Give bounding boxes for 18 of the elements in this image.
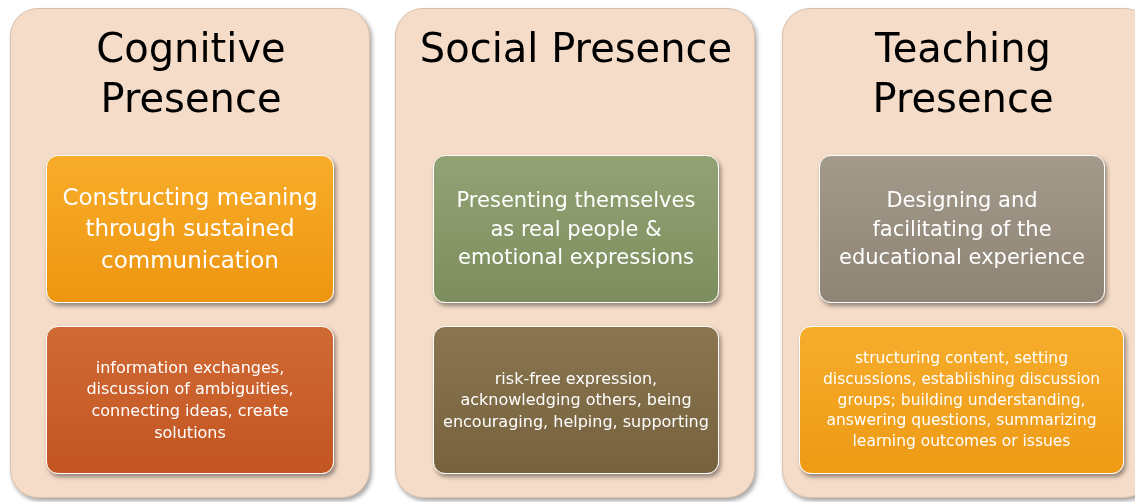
text-card [433, 326, 719, 474]
panel-title: Cognitive Presence [95, 24, 287, 123]
text-card [46, 155, 334, 303]
text-card [46, 326, 334, 474]
card-text: risk-free expression, acknowledging others, being encouraging, helping, supporting [442, 367, 710, 433]
text-card [819, 155, 1105, 303]
text-card [799, 326, 1124, 474]
panel-title: Teaching Presence [871, 24, 1055, 123]
panel-title: Social Presence [418, 24, 734, 73]
panel-card [10, 8, 370, 498]
panel-card [395, 8, 755, 498]
card-text: information exchanges, discussion of ambiguities, connecting ideas, create solutions [85, 356, 295, 444]
card-text: Presenting themselves as real people & emotional expressions [455, 187, 697, 272]
card-text: Constructing meaning through sustained communication [61, 183, 319, 275]
panel-card [782, 8, 1135, 498]
card-text: Designing and facilitating of the educational experience [838, 187, 1086, 272]
text-card [433, 155, 719, 303]
card-text: structuring content, setting discussions, establishing discussion groups; building understanding, answering questions, summarizing learning outcomes or issues [822, 347, 1101, 453]
